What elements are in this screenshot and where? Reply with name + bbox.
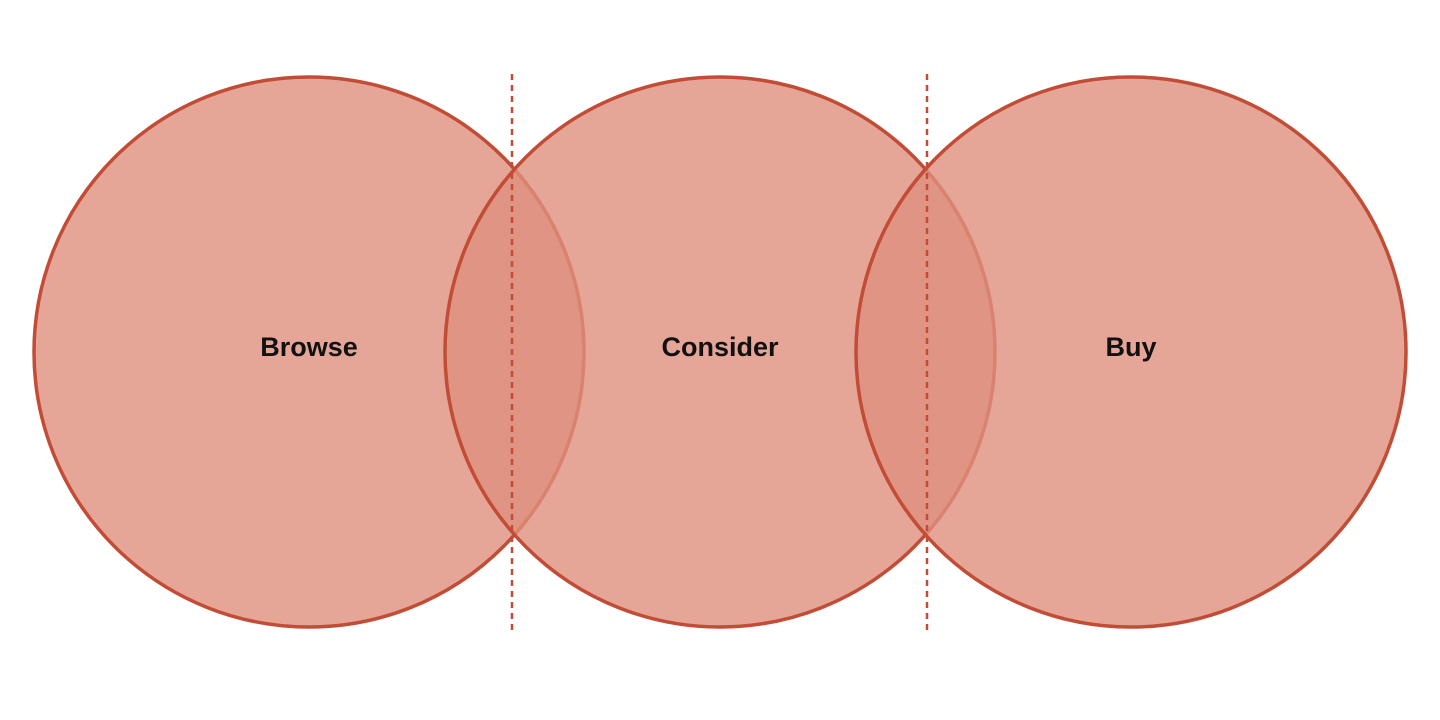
stage-label-buy: Buy: [1105, 332, 1156, 362]
stage-label-browse: Browse: [260, 332, 358, 362]
stage-label-consider: Consider: [661, 332, 779, 362]
stage-circle-buy: [854, 75, 1408, 629]
